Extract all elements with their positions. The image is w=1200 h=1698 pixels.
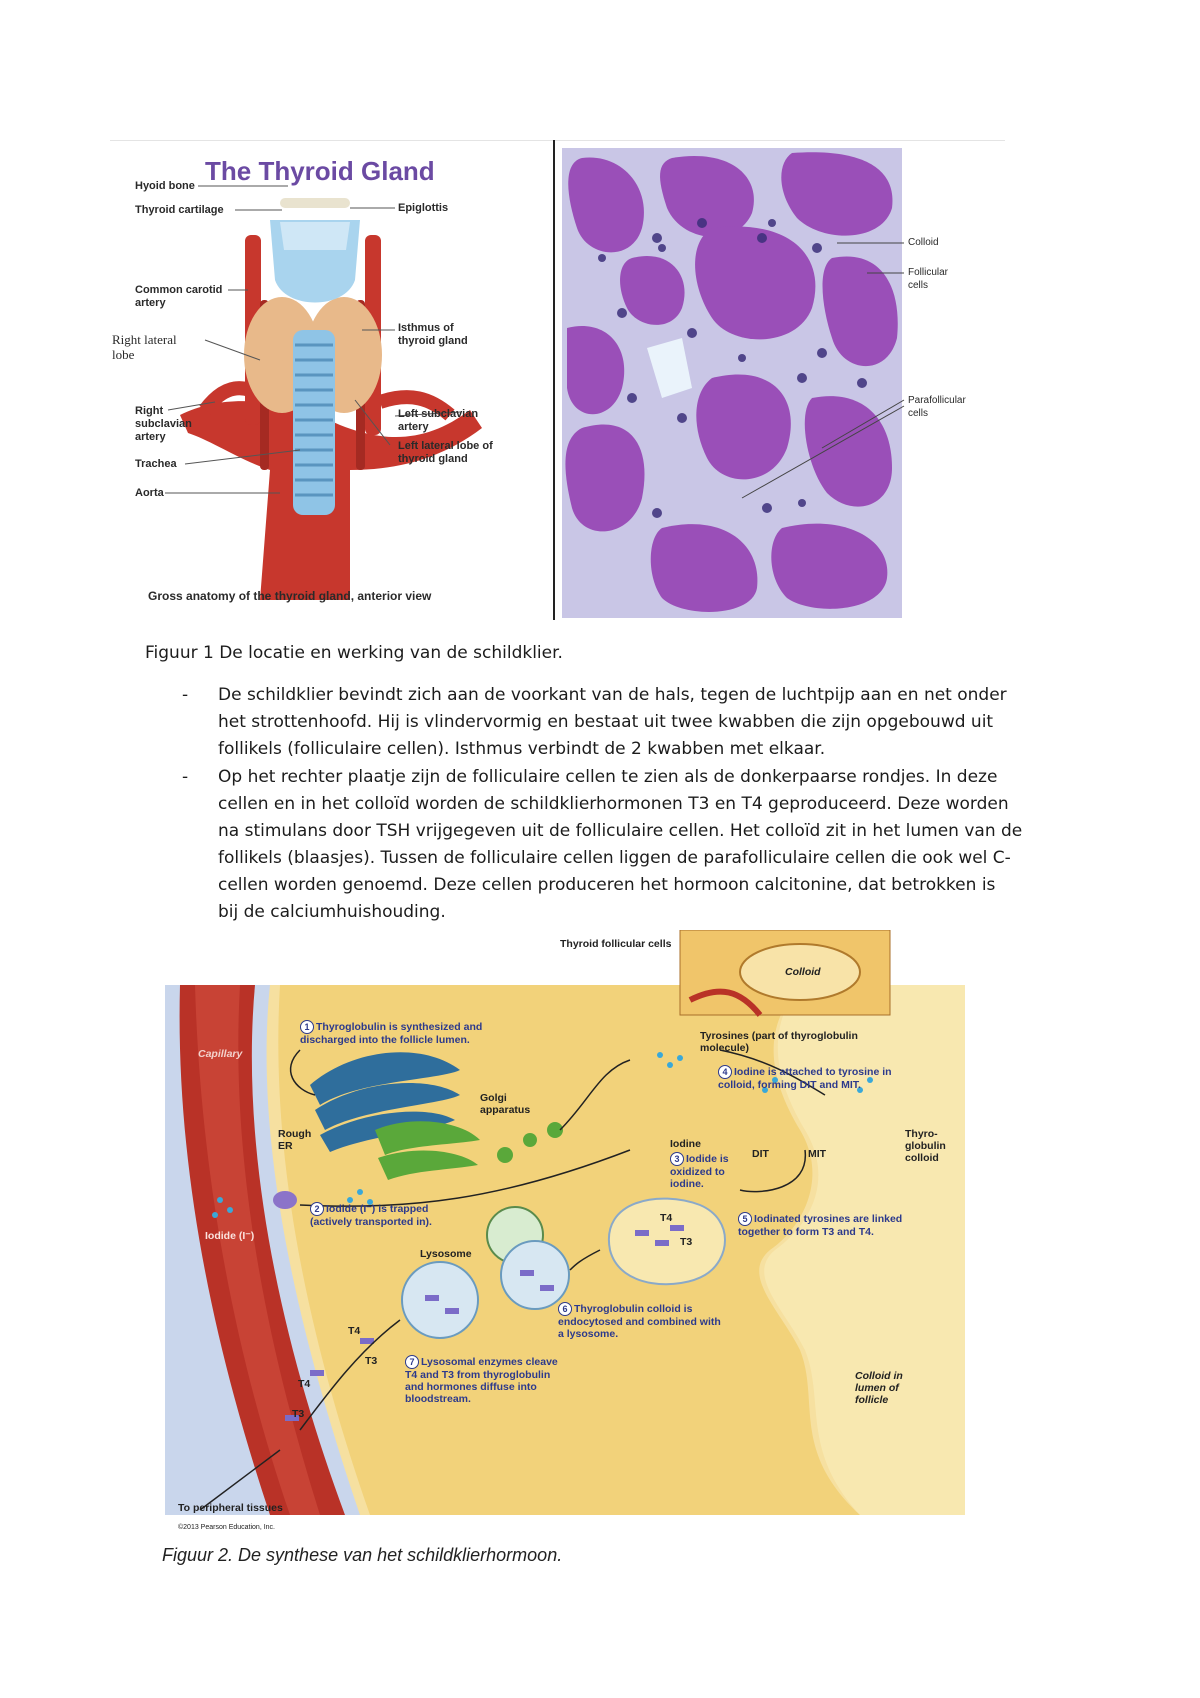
trachea-shape [293,330,335,515]
step-1-text: Thyroglobulin is synthesized and dischar… [300,1021,482,1046]
bullet-line: follikels (folliculaire cellen). Isthmus… [218,736,825,763]
t3-label-c: T3 [292,1408,304,1420]
bullet-line: follikels (blaasjes). Tussen de follicul… [218,845,1011,872]
step-6-text: Thyroglobulin colloid is endocytosed and… [558,1303,721,1340]
mit-label: MIT [808,1148,826,1160]
step-7-text: Lysosomal enzymes cleave T4 and T3 from … [405,1356,558,1405]
step-2-text: Iodide (I⁻) is trapped (actively transpo… [310,1203,432,1228]
figure-divider [553,140,555,620]
dit-label: DIT [752,1148,769,1160]
figure-1: The Thyroid Gland [110,140,1010,620]
rough-er-label: Rough ER [278,1128,318,1152]
left-subclavian-label: Left subclavian artery [398,408,498,434]
bullet-line: bij de calciumhuishouding. [218,899,446,926]
isthmus-label: Isthmus of thyroid gland [398,322,493,348]
step-4-text: Iodine is attached to tyrosine in colloi… [718,1066,892,1091]
follicular-cells-label: Follicular cells [908,266,963,292]
right-lateral-lobe-label: Right lateral lobe [112,332,192,362]
bullet-dash: - [182,682,188,709]
step-3-number: 3 [670,1152,684,1166]
bullet-line: na stimulans door TSH vrijgegeven uit de… [218,818,1022,845]
bullet-line: De schildklier bevindt zich aan de voork… [218,682,1007,709]
aorta-label: Aorta [135,487,164,500]
step-1-number: 1 [300,1020,314,1034]
colloid-label: Colloid [908,236,939,249]
trachea-label: Trachea [135,458,177,471]
thyroid-cartilage-label: Thyroid cartilage [135,204,224,217]
tyrosines-label: Tyrosines (part of thyroglobulin molecul… [700,1030,900,1054]
peripheral-tissues-label: To peripheral tissues [178,1502,283,1514]
inset-colloid-label: Colloid [785,966,821,978]
common-carotid-label: Common carotid artery [135,284,230,310]
left-lateral-lobe-label: Left lateral lobe of thyroid gland [398,440,508,466]
capillary-label: Capillary [198,1048,242,1060]
colloid-lumen-label: Colloid in lumen of follicle [855,1370,915,1406]
lysosome-label: Lysosome [420,1248,472,1260]
bullet-line: cellen en in het colloïd worden de schil… [218,791,1009,818]
thyroglobulin-colloid-label: Thyro-globulin colloid [905,1128,960,1164]
t4-label-c: T4 [298,1378,310,1390]
figure-2: Thyroid follicular cells Colloid Capilla… [160,930,970,1540]
bullet-line: Op het rechter plaatje zijn de follicula… [218,764,997,791]
figure-1-caption: Figuur 1 De locatie en werking van de sc… [145,640,563,667]
thyroid-anatomy-illustration: The Thyroid Gland [110,140,550,620]
step-2-number: 2 [310,1202,324,1216]
right-subclavian-label: Right subclavian artery [135,405,205,444]
step-6-number: 6 [558,1302,572,1316]
golgi-label: Golgi apparatus [480,1092,550,1116]
step-7-number: 7 [405,1355,419,1369]
histology-leaders [562,148,1012,618]
t3-label-b: T3 [365,1355,377,1367]
hyoid-bone-label: Hyoid bone [135,180,195,193]
step-5-number: 5 [738,1212,752,1226]
parafollicular-cells-label: Parafollicular cells [908,394,978,420]
bullet-dash: - [182,764,188,791]
copyright-label: ©2013 Pearson Education, Inc. [178,1522,275,1534]
t4-label-b: T4 [348,1325,360,1337]
bullet-line: cellen worden genoemd. Deze cellen produ… [218,872,995,899]
figure-2-caption: Figuur 2. De synthese van het schildklie… [162,1545,562,1566]
thyroid-follicular-cells-label: Thyroid follicular cells [560,938,671,950]
epiglottis-label: Epiglottis [398,202,448,215]
t4-label-a: T4 [660,1212,672,1224]
anatomy-caption: Gross anatomy of the thyroid gland, ante… [148,590,431,603]
iodine-label: Iodine [670,1138,701,1150]
iodide-label: Iodide (I⁻) [205,1230,254,1242]
step-5-text: Iodinated tyrosines are linked together … [738,1213,902,1238]
t3-label-a: T3 [680,1236,692,1248]
histology-micrograph: Colloid Follicular cells Parafollicular … [562,148,1012,618]
step-4-number: 4 [718,1065,732,1079]
bullet-line: het strottenhoofd. Hij is vlindervormig … [218,709,993,736]
